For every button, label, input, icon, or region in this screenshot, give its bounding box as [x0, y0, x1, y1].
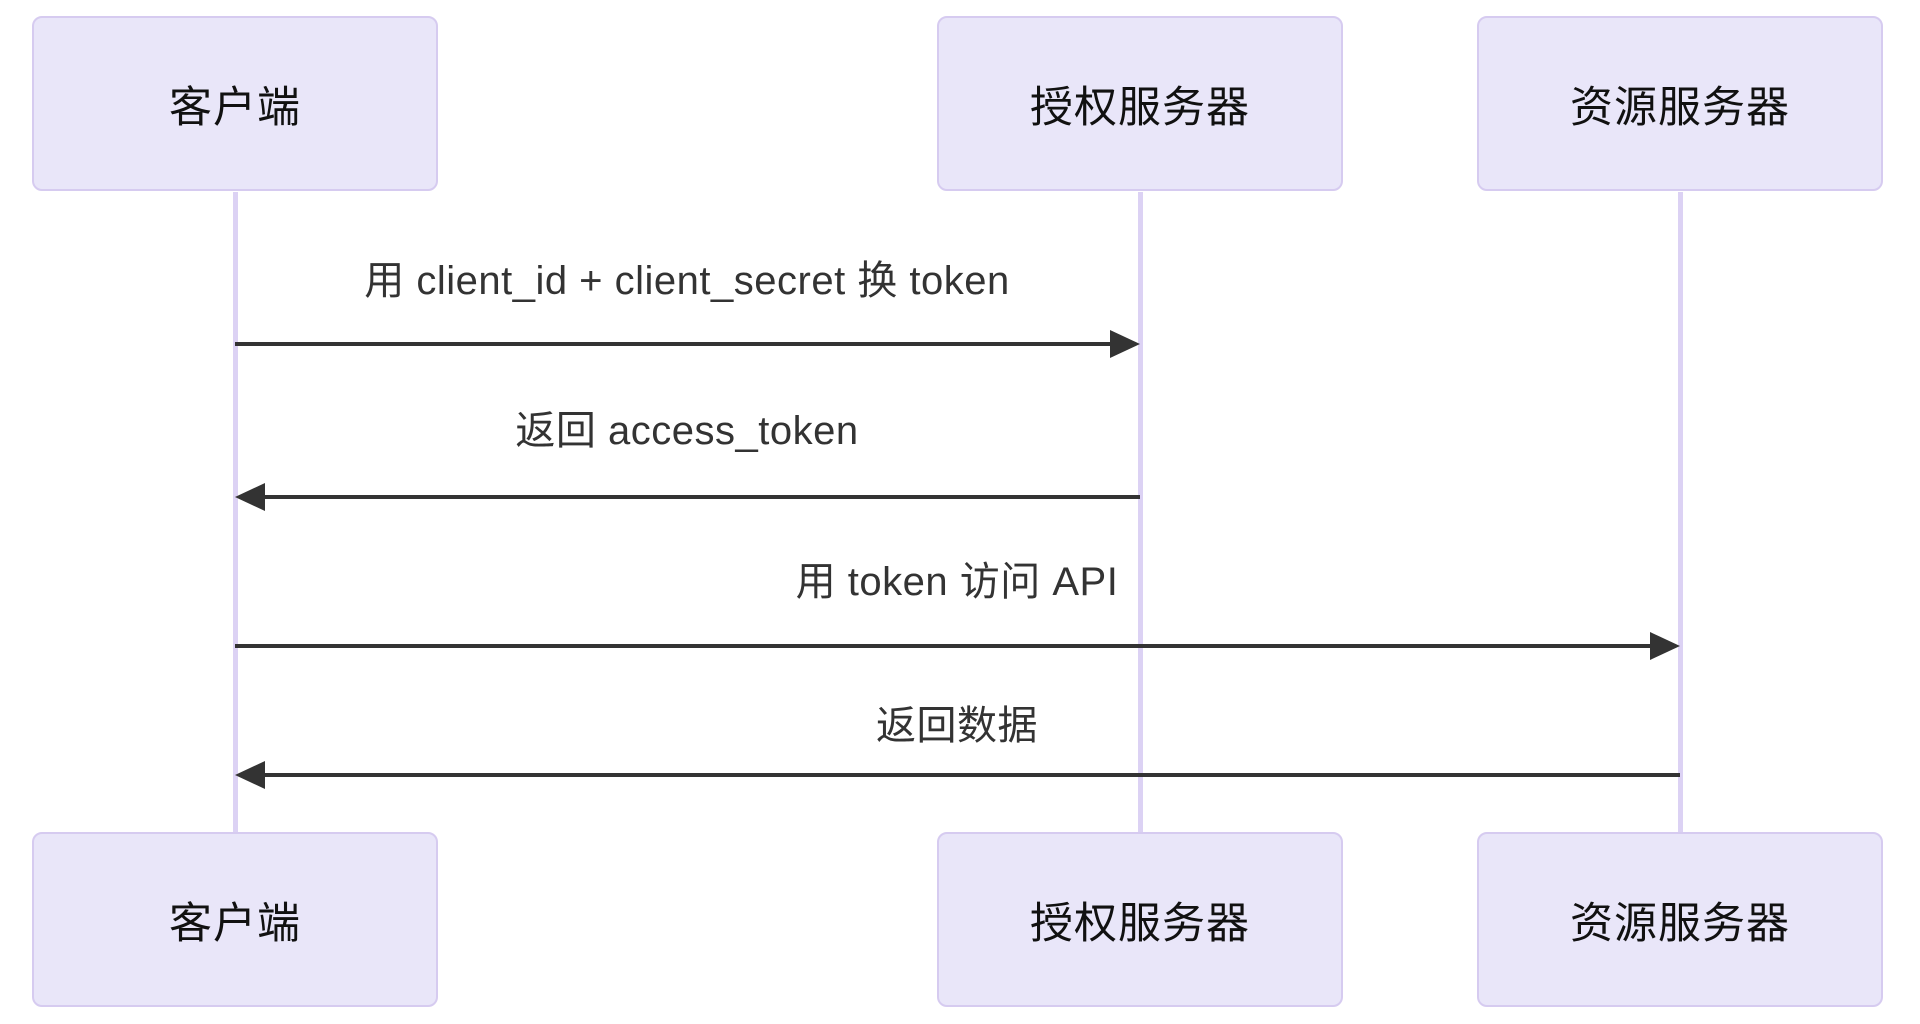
message-3-arrow-line: [235, 644, 1652, 648]
actor-bottom-resource-server: 资源服务器: [1477, 832, 1883, 1007]
lifeline-client: [233, 192, 238, 832]
lifeline-resource-server: [1678, 192, 1683, 832]
actor-label: 授权服务器: [1030, 899, 1250, 948]
actor-label: 授权服务器: [1030, 83, 1250, 132]
actor-label: 资源服务器: [1570, 83, 1790, 132]
actor-top-resource-server: 资源服务器: [1477, 16, 1883, 191]
actor-label: 客户端: [169, 83, 301, 132]
lifeline-auth-server: [1138, 192, 1143, 832]
actor-label: 资源服务器: [1570, 899, 1790, 948]
arrowhead-left-icon: [235, 483, 265, 511]
message-4-arrow-line: [263, 773, 1680, 777]
arrowhead-left-icon: [235, 761, 265, 789]
message-1-arrow-line: [235, 342, 1112, 346]
arrowhead-right-icon: [1650, 632, 1680, 660]
message-3-label: 用 token 访问 API: [795, 560, 1119, 604]
actor-top-auth-server: 授权服务器: [937, 16, 1343, 191]
actor-bottom-client: 客户端: [32, 832, 438, 1007]
arrowhead-right-icon: [1110, 330, 1140, 358]
actor-top-client: 客户端: [32, 16, 438, 191]
message-4-label: 返回数据: [876, 704, 1038, 748]
message-1-label: 用 client_id + client_secret 换 token: [364, 259, 1010, 303]
message-2-label: 返回 access_token: [515, 409, 859, 453]
actor-bottom-auth-server: 授权服务器: [937, 832, 1343, 1007]
actor-label: 客户端: [169, 899, 301, 948]
message-2-arrow-line: [263, 495, 1140, 499]
